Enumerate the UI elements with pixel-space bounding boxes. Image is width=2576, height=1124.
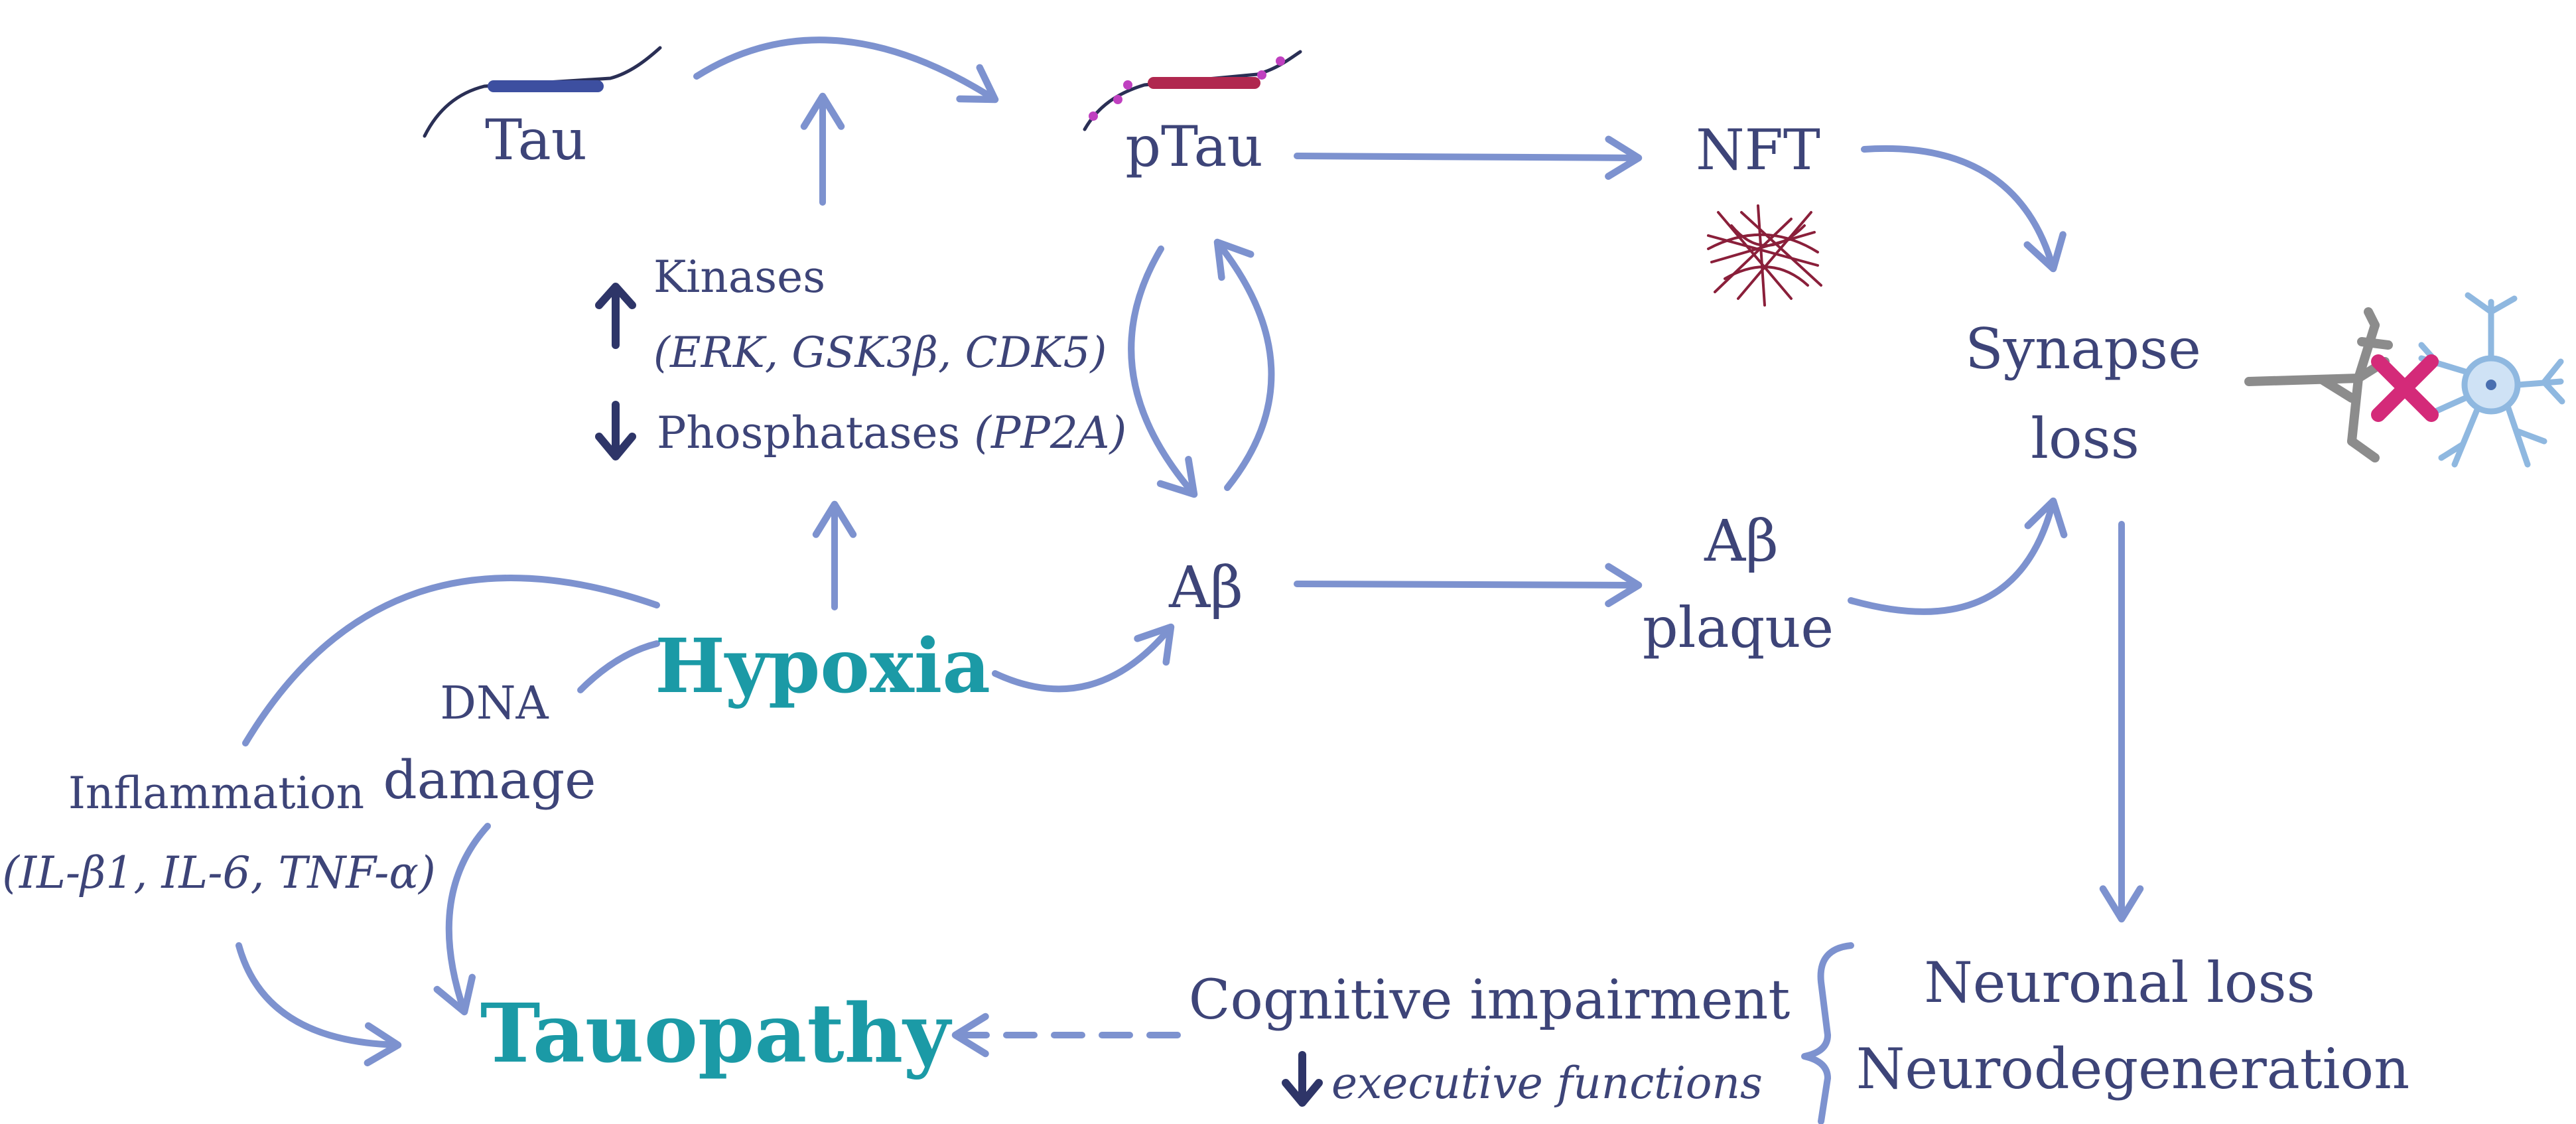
arrow-ptau-to-abeta [1128,246,1198,498]
kinases-label: Kinases [653,251,825,303]
kinases-list-label: (ERK, GSK3β, CDK5) [653,328,1107,378]
arrow-hypoxia-to-abeta [992,623,1175,693]
neurodegeneration-label: Neurodegeneration [1856,1036,2409,1101]
cognitive-impairment-label: Cognitive impairment [1189,969,1791,1032]
arrow-plaque-to-synapse-loss [1848,497,2068,615]
dna-damage-label-2: damage [383,749,596,811]
inflammation-list-label: (IL-β1, IL-6, TNF-α) [2,847,435,898]
abeta-plaque-label-1: Aβ [1704,508,1779,575]
tau-label: Tau [485,107,587,173]
arrow-hypoxia-to-inflammation [242,575,660,746]
synapse-loss-label-1: Synapse [1965,316,2201,382]
ptau-protein-icon [1083,50,1302,131]
phosphatases-name: Phosphatases [657,407,960,458]
phosphatases-label: Phosphatases (PP2A) [657,407,1126,458]
arrow-inflammation-to-tauopathy [236,942,402,1067]
inflammation-label: Inflammation [68,768,364,819]
tau-protein-icon [423,46,662,138]
executive-functions-label: executive functions [1331,1058,1763,1109]
arrow-nft-to-synapse-loss [1861,145,2067,273]
hypoxia-label: Hypoxia [655,623,990,710]
down-arrow-icon [1282,1051,1323,1107]
curly-brace [1801,942,1854,1124]
abeta-plaque-label-2: plaque [1643,595,1834,660]
arrow-hypoxia-to-dna-damage [577,640,660,693]
neuronal-loss-label: Neuronal loss [1924,950,2315,1015]
arrow-dna-damage-to-tauopathy [433,823,491,1016]
nft-label: NFT [1696,117,1820,182]
arrow-abeta-to-plaque [1294,563,1643,608]
abeta-label: Aβ [1168,555,1243,621]
tauopathy-label: Tauopathy [480,985,953,1081]
nft-tangle-icon [1707,204,1822,307]
ptau-label: pTau [1125,114,1262,179]
dna-damage-label-1: DNA [440,677,549,730]
synapse-loss-label-2: loss [2031,406,2139,471]
arrow-abeta-to-ptau [1213,238,1275,491]
arrow-ptau-to-nft [1294,135,1643,180]
arrow-tau-to-ptau [693,36,999,104]
synapse-loss-neurons-icon [2244,292,2565,468]
up-arrow-icon [595,283,636,349]
down-arrow-icon [595,401,636,460]
phosphatases-list: (PP2A) [974,407,1126,458]
